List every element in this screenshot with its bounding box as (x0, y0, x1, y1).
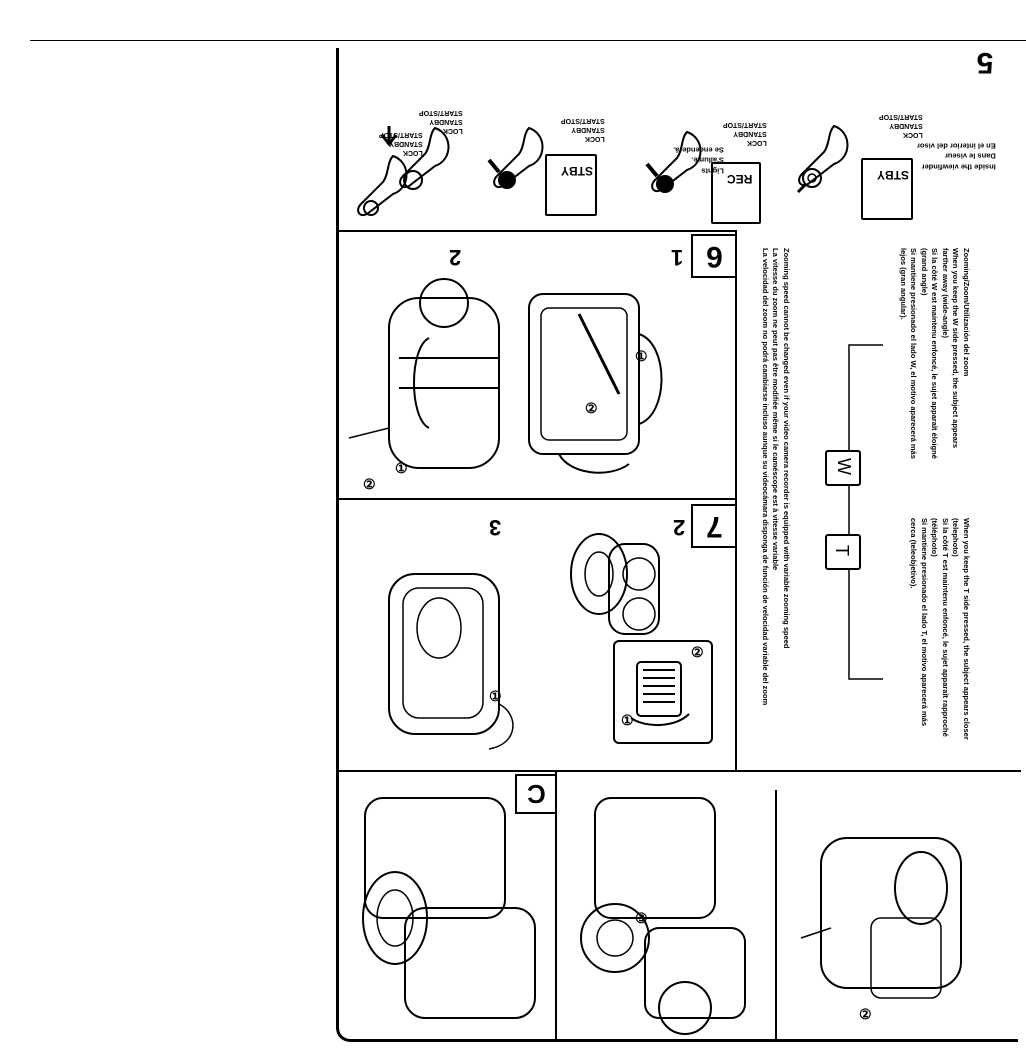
zoom-text-tele: When you keep the T side pressed, the su… (908, 518, 971, 740)
viewfinder-lcd-3: STBY (545, 154, 597, 216)
standby-switch-3 (489, 120, 549, 200)
lamp-caption: Lights S'allume. Se encenderá. (673, 144, 724, 176)
camera-case-illustration-7-3 (359, 544, 509, 754)
divider-5-bottom (339, 230, 737, 232)
manual-page: 5 STBY LOCK STANDBY START/STOP Inside th… (336, 48, 1018, 1042)
callout-c-2: ② (859, 1006, 872, 1023)
section-7-step-2: 2 (673, 514, 685, 540)
section-7-step-3: 3 (489, 514, 501, 540)
section-7-badge: 7 (691, 504, 737, 548)
callout-7-1: ① (621, 712, 634, 729)
section-6-step-2: 2 (449, 244, 461, 270)
section-5-number: 5 (977, 47, 994, 77)
camera-case-illustration-6-2 (349, 268, 519, 488)
case-open-illustration-c-1 (345, 788, 545, 1028)
case-closed-illustration-c-3 (791, 808, 991, 1028)
divider-zoom-left (735, 230, 737, 770)
callout-6-2: ② (585, 400, 598, 417)
callout-c-3: ③ (635, 910, 648, 927)
divider-6-bottom (339, 498, 737, 500)
zoom-notes: Zooming speed cannot be changed even if … (760, 248, 792, 705)
zoom-w-button: W (825, 450, 861, 486)
zoom-t-button: T (825, 534, 861, 570)
callout-7-3: ① (489, 688, 502, 705)
case-open-illustration-c-2 (565, 788, 765, 1038)
switch-labels-4: LOCK STANDBY START/STOP (419, 108, 463, 135)
switch-labels-5: LOCK STANDBY START/STOP (379, 130, 423, 157)
switch-labels-1: LOCK STANDBY START/STOP (879, 112, 923, 139)
callout-6-1b: ① (395, 460, 408, 477)
callout-6-2b: ② (363, 476, 376, 493)
top-rule (30, 40, 1026, 41)
viewfinder-lcd-1: STBY (861, 158, 913, 220)
section-6-step-1: 1 (671, 244, 683, 270)
callout-7-2: ② (691, 644, 704, 661)
hook-illustration-7 (625, 652, 697, 728)
callout-6-1: ① (635, 348, 648, 365)
divider-7-bottom (339, 770, 1021, 772)
standby-switch-5 (353, 148, 413, 228)
zoom-text-wide: Zooming/Zoom/Utilización del zoom When y… (898, 248, 972, 459)
camera-case-illustration-6-1 (519, 274, 669, 484)
camera-illustration-7-2 (549, 514, 669, 654)
standby-switch-1 (794, 118, 854, 198)
viewfinder-caption: Inside the viewfinder Dans le viseur En … (917, 140, 996, 172)
switch-labels-2: LOCK STANDBY START/STOP (723, 120, 767, 147)
section-5-badge: 5 (965, 44, 1005, 80)
zoom-bracket (839, 343, 889, 683)
divider-c-right (775, 790, 777, 1040)
section-6-badge: 6 (691, 234, 737, 278)
switch-labels-3: LOCK STANDBY START/STOP (561, 116, 605, 143)
